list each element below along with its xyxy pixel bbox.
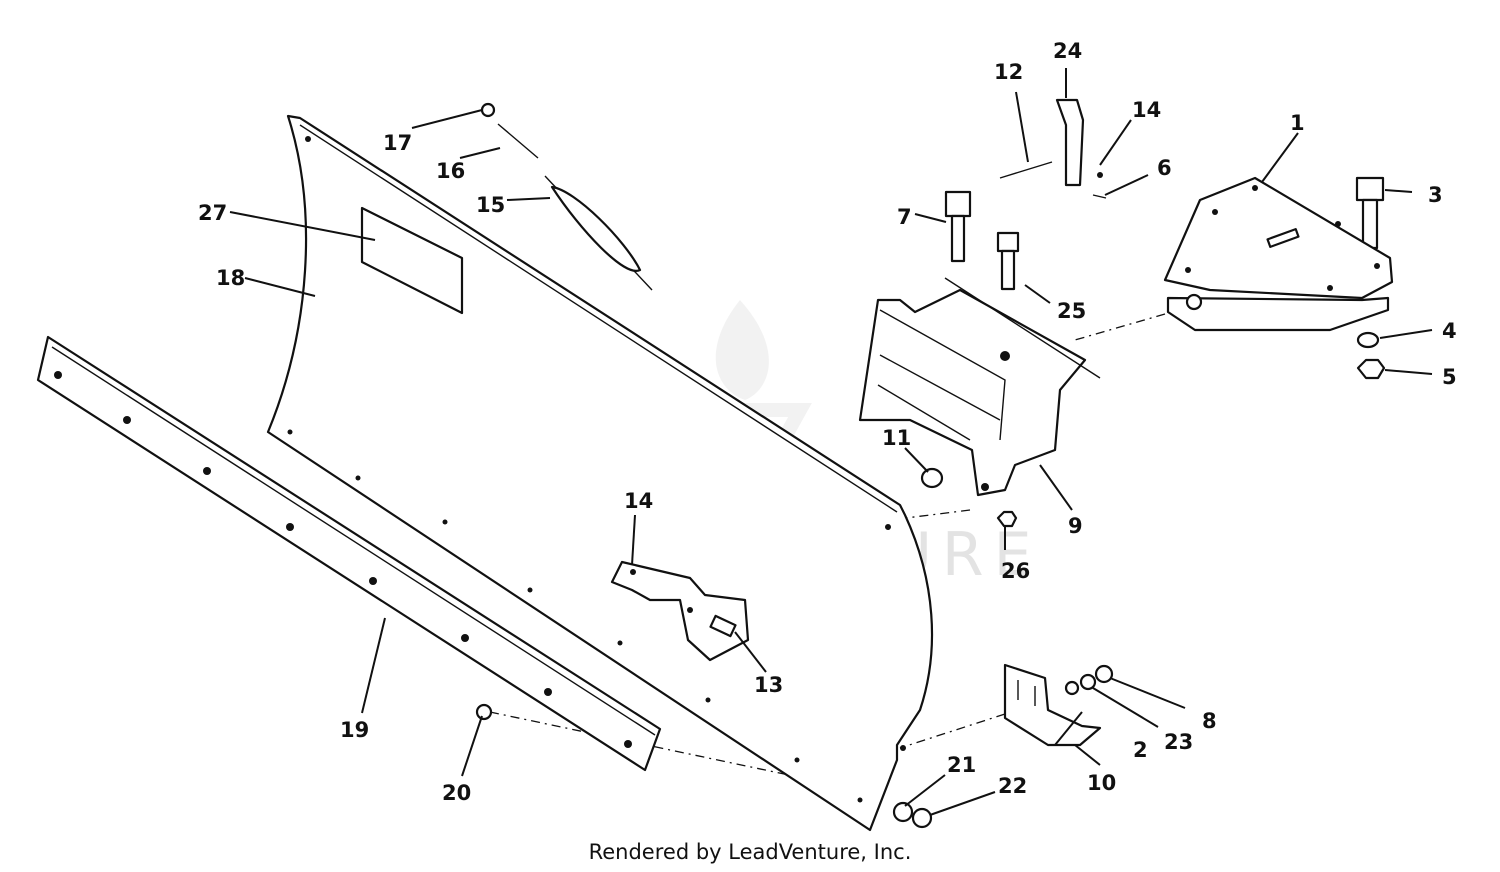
moldboard <box>266 114 934 832</box>
pivot-plate <box>1163 176 1394 332</box>
callout-18: 18 <box>216 266 245 290</box>
callout-labels: 1 2 3 4 5 6 7 8 9 10 11 12 13 14 14 15 1… <box>198 39 1457 805</box>
nut-8 <box>1094 664 1114 684</box>
callout-13: 13 <box>754 673 783 697</box>
callout-19: 19 <box>340 718 369 742</box>
spring-small <box>999 161 1053 179</box>
latch-handle <box>1055 98 1085 187</box>
callout-2: 2 <box>1133 738 1148 762</box>
callout-14-pin: 14 <box>1132 98 1161 122</box>
callout-15: 15 <box>476 193 505 217</box>
callout-16: 16 <box>436 159 465 183</box>
callout-25: 25 <box>1057 299 1086 323</box>
nut-11 <box>920 467 944 489</box>
washer-21 <box>892 801 914 823</box>
callout-8: 8 <box>1202 709 1217 733</box>
callout-9: 9 <box>1068 514 1083 538</box>
callout-24: 24 <box>1053 39 1082 63</box>
callout-7: 7 <box>897 205 912 229</box>
callout-6: 6 <box>1157 156 1172 180</box>
washer-23 <box>1079 673 1097 691</box>
footer-credit: Rendered by LeadVenture, Inc. <box>588 840 912 864</box>
callout-17: 17 <box>383 131 412 155</box>
callout-26: 26 <box>1001 559 1030 583</box>
bolt-7 <box>944 190 972 263</box>
carriage-bolt <box>475 703 493 721</box>
callout-27: 27 <box>198 201 227 225</box>
bracket-plate <box>610 560 750 662</box>
callout-11: 11 <box>882 426 911 450</box>
callout-4: 4 <box>1442 319 1457 343</box>
callout-20: 20 <box>442 781 471 805</box>
callout-3: 3 <box>1428 183 1443 207</box>
callout-10: 10 <box>1087 771 1116 795</box>
cutting-edge <box>36 335 662 772</box>
callout-21: 21 <box>947 753 976 777</box>
leader-lines <box>229 68 1433 816</box>
washer <box>1356 331 1380 349</box>
nut-22 <box>911 807 933 829</box>
skid-bracket <box>1003 663 1102 747</box>
decal <box>360 206 464 315</box>
stud <box>709 614 737 638</box>
eyebolt <box>480 102 539 159</box>
bolt-3 <box>1355 176 1385 250</box>
nut-5 <box>1356 358 1386 380</box>
bolt-25 <box>996 231 1020 291</box>
callout-22: 22 <box>998 774 1027 798</box>
callout-14-bracket: 14 <box>624 489 653 513</box>
callout-5: 5 <box>1442 365 1457 389</box>
washer-2 <box>1064 680 1080 696</box>
mounting-frame <box>858 277 1101 497</box>
callout-1: 1 <box>1290 111 1305 135</box>
callout-23: 23 <box>1164 730 1193 754</box>
callout-12: 12 <box>994 60 1023 84</box>
spring-large <box>544 175 653 291</box>
